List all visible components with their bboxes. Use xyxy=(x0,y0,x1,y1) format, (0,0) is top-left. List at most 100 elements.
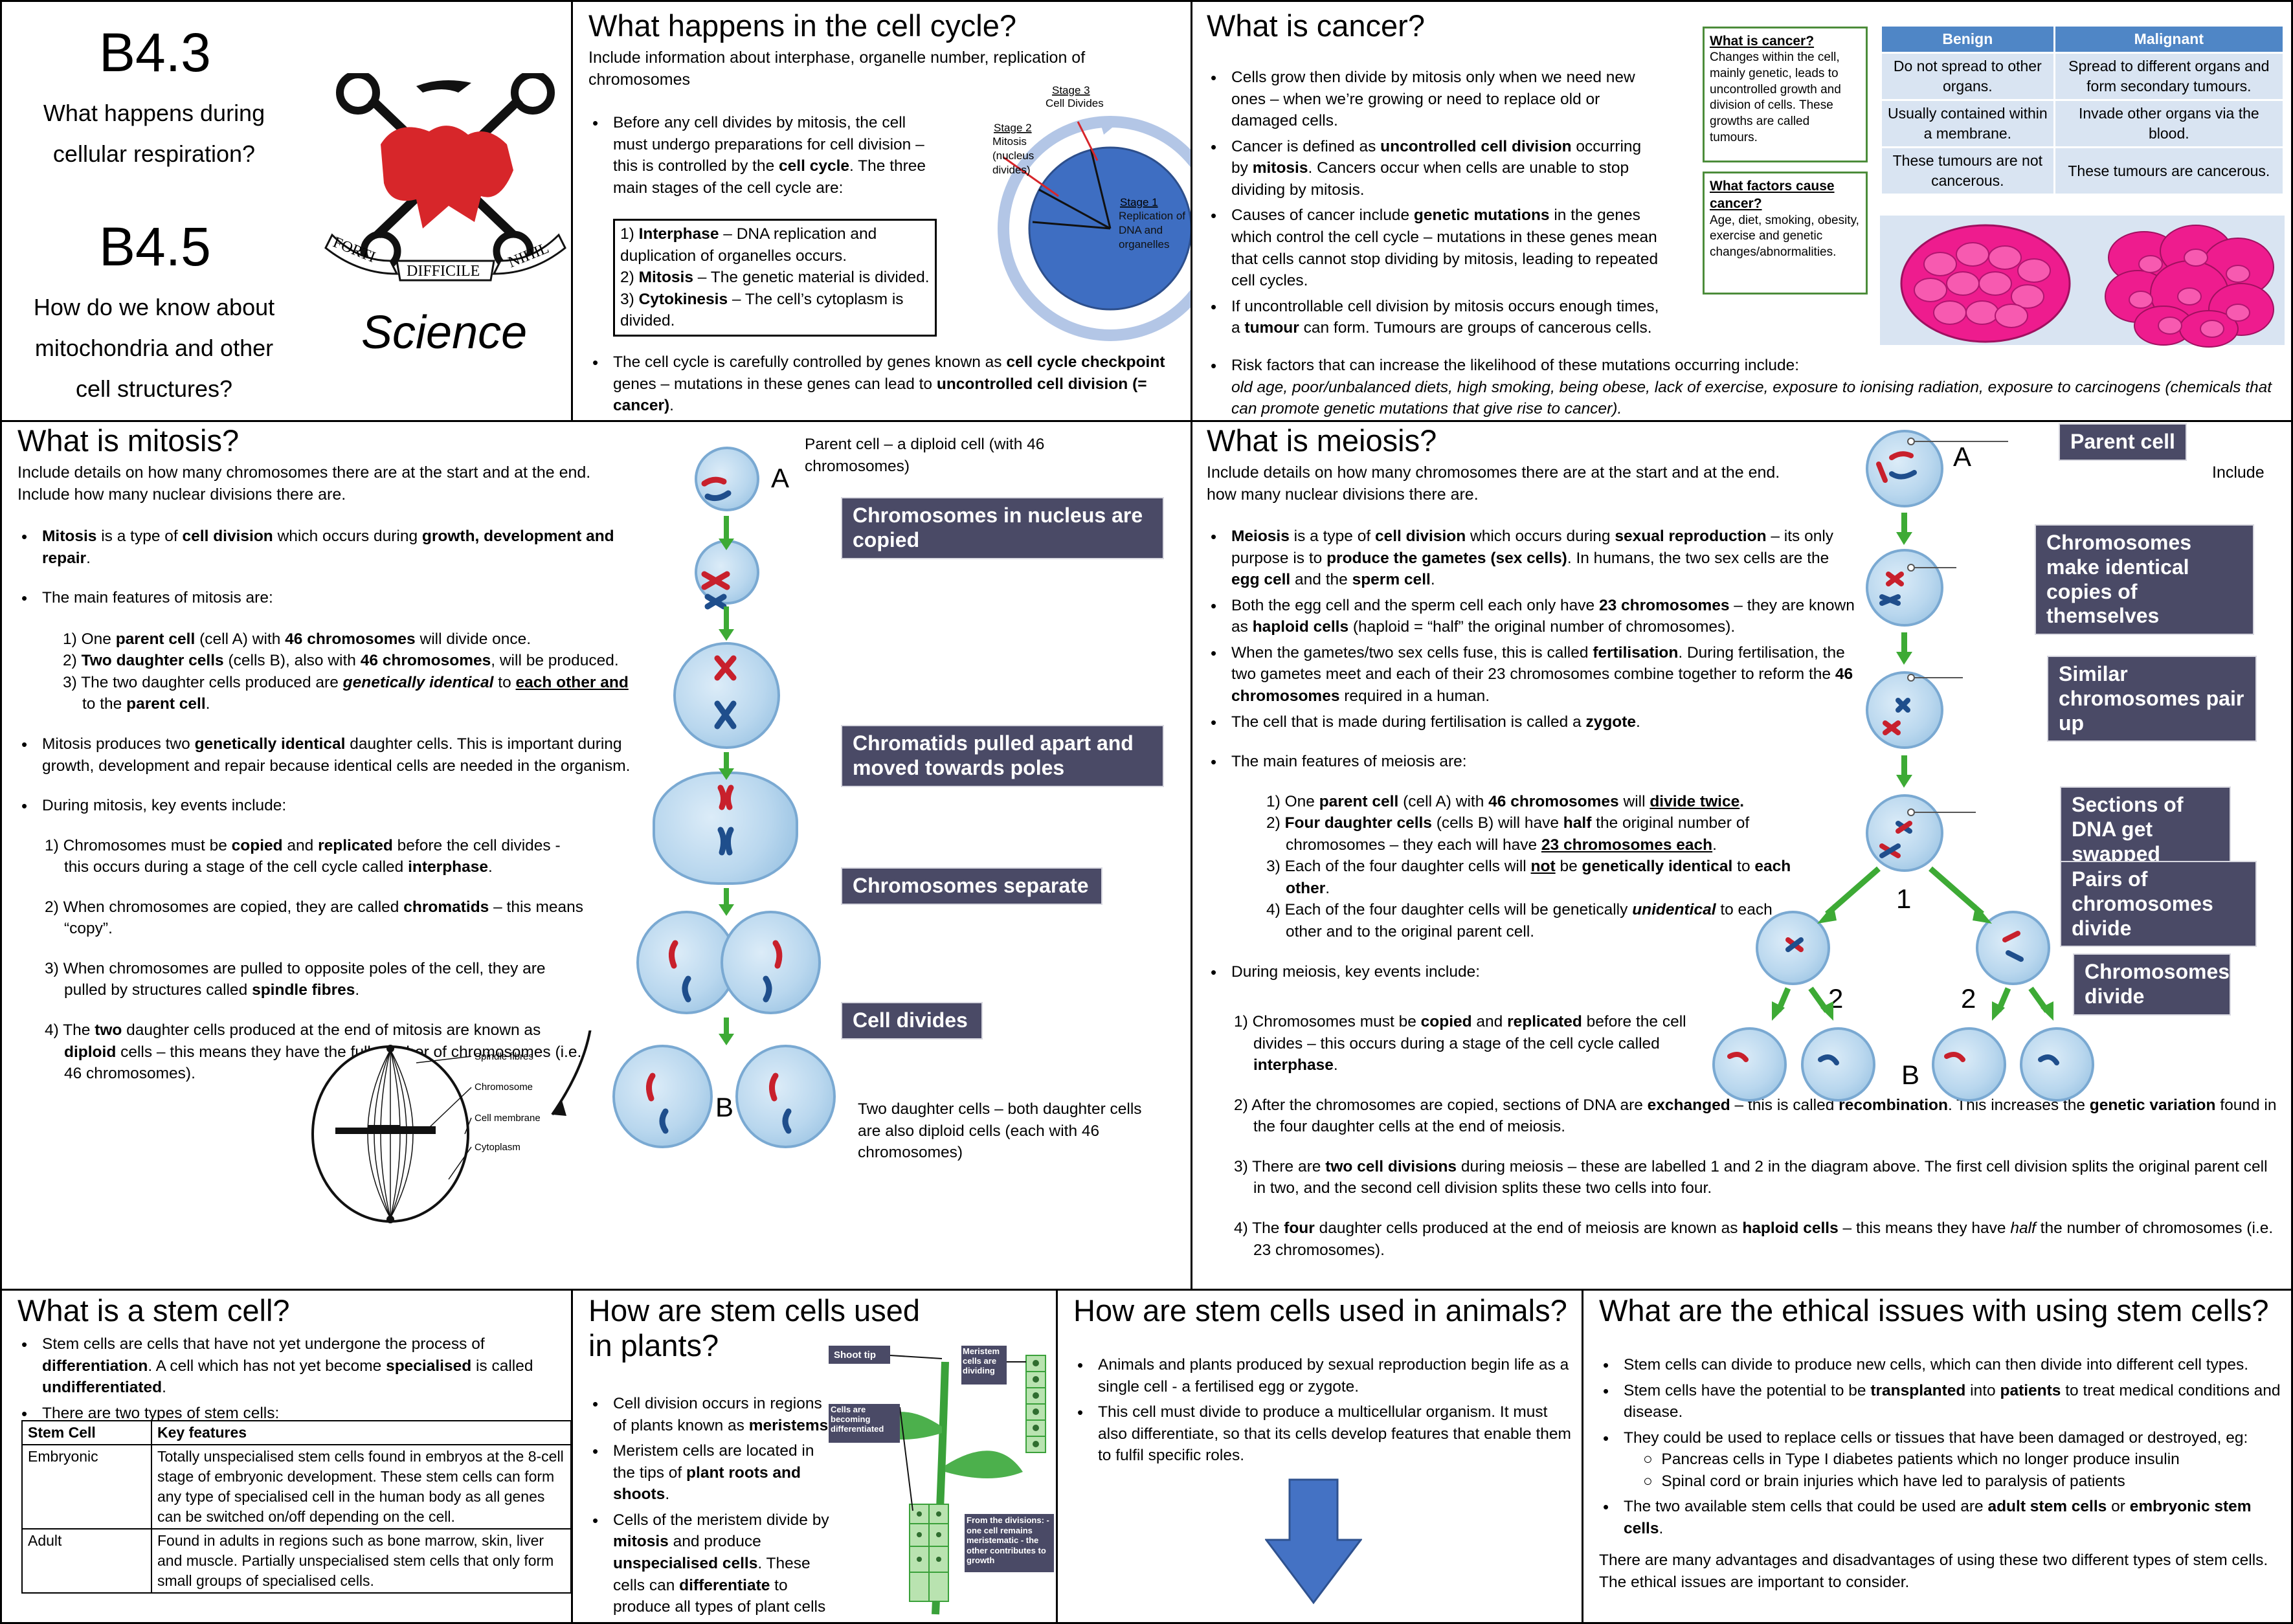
plants-bullet-3: Cells of the meristem divide by mitosis … xyxy=(588,1509,834,1622)
cancer-bullet-2: Cancer is defined as uncontrolled cell d… xyxy=(1207,136,1660,201)
mitosis-feature-2: 2) Two daughter cells (cells B), also wi… xyxy=(63,652,619,670)
cell-cycle-subtitle: Include information about interphase, or… xyxy=(588,49,1086,89)
stem-cell-heading: What is a stem cell? xyxy=(17,1293,290,1328)
question-respiration: What happens during cellular respiration… xyxy=(43,100,265,167)
cancer-factors-text: Age, diet, smoking, obesity, exercise an… xyxy=(1710,213,1859,259)
stem-cell-bullet-2: There are two types of stem cells: xyxy=(17,1403,555,1425)
science-label: Science xyxy=(361,307,528,359)
meiosis-feature-1: 1) One parent cell (cell A) with 46 chro… xyxy=(1266,792,1745,810)
tag-chromosomes-separate: Chromosomes separate xyxy=(842,869,1101,904)
mitosis-panel: What is mitosis? Include details on how … xyxy=(0,420,1192,1291)
meiosis-cell-b3 xyxy=(1932,1027,2006,1102)
cell-cycle-stages-box: 1) Interphase – DNA replication and dupl… xyxy=(613,219,937,337)
meiosis-feature-4: 4) Each of the four daughter cells will … xyxy=(1266,901,1773,940)
benign-malignant-table: Benign Malignant Do not spread to other … xyxy=(1880,25,2285,195)
what-is-cancer-box: What is cancer? Changes within the cell,… xyxy=(1703,27,1868,162)
meiosis-bullet-5: The main features of meiosis are: xyxy=(1207,751,1861,773)
meiosis-bullet-6: During meiosis, key events include: xyxy=(1207,961,1861,984)
mitosis-bullet-1: Mitosis is a type of cell division which… xyxy=(17,526,639,569)
meiosis-cell-copies xyxy=(1866,549,1943,627)
table-cell: Embryonic xyxy=(21,1444,152,1530)
stage1-label: Stage 1 xyxy=(1120,196,1158,208)
meiosis-event-4: 4) The four daughter cells produced at t… xyxy=(1234,1219,2274,1259)
meiosis-feature-3: 3) Each of the four daughter cells will … xyxy=(1266,858,1791,897)
tag-chromatids-pulled: Chromatids pulled apart and moved toward… xyxy=(842,726,1163,786)
ethics-bullet-3: They could be used to replace cells or t… xyxy=(1599,1427,2285,1493)
down-arrow-icon xyxy=(1265,1478,1362,1605)
cancer-bullets: Cells grow then divide by mitosis only w… xyxy=(1207,67,1660,343)
table-cell: Spread to different organs and form seco… xyxy=(2055,54,2283,100)
meiosis-bullet-1: Meiosis is a type of cell division which… xyxy=(1207,526,1861,591)
animals-heading: How are stem cells used in animals? xyxy=(1073,1293,1567,1328)
table-cell: These tumours are not cancerous. xyxy=(1882,148,2053,194)
code-b45: B4.5 xyxy=(99,216,211,277)
mitosis-cell-a xyxy=(695,447,759,511)
ethics-heading: What are the ethical issues with using s… xyxy=(1599,1293,2269,1328)
meiosis-label-2-right: 2 xyxy=(1961,983,1976,1014)
cancer-bullet-3: Causes of cancer include genetic mutatio… xyxy=(1207,205,1660,291)
stage-cytokinesis: 3) Cytokinesis – The cell’s cytoplasm is… xyxy=(620,290,904,330)
tag-chromosomes-divide: Chromosomes divide xyxy=(2074,955,2230,1014)
meiosis-text: Meiosis is a type of cell division which… xyxy=(1207,526,1861,986)
stem-cell-bullets: Stem cells are cells that have not yet u… xyxy=(17,1333,555,1428)
cell-cycle-bullet-2: The cell cycle is carefully controlled b… xyxy=(588,351,1184,417)
ethics-sub-1: ○ Pancreas cells in Type I diabetes pati… xyxy=(1643,1451,2180,1469)
mitosis-bullet-4: During mitosis, key events include: xyxy=(17,795,639,818)
ethics-sub-2: ○ Spinal cord or brain injuries which ha… xyxy=(1643,1472,2125,1490)
animals-panel: How are stem cells used in animals? Anim… xyxy=(1056,1289,1583,1624)
stem-cell-panel: What is a stem cell? Stem cells are cell… xyxy=(0,1289,573,1624)
question-mitochondria: How do we know about mitochondria and ot… xyxy=(33,294,275,402)
spindle-label: Spindle fibres xyxy=(475,1051,533,1062)
stage3-desc: Cell Divides xyxy=(1046,97,1104,109)
ethics-bullet-4: The two available stem cells that could … xyxy=(1599,1496,2285,1539)
meiosis-cell-swap xyxy=(1866,794,1943,872)
tag-parent-cell: Parent cell xyxy=(2060,425,2186,460)
cancer-heading: What is cancer? xyxy=(1207,8,1425,43)
tag-chromosomes-copied: Chromosomes in nucleus are copied xyxy=(842,498,1163,558)
meiosis-bullet-3: When the gametes/two sex cells fuse, thi… xyxy=(1207,642,1861,707)
cell-membrane-label: Cell membrane xyxy=(475,1113,541,1124)
cell-cycle-diagram: Stage 3 Cell Divides Stage 2 Mitosis (nu… xyxy=(992,84,1191,341)
cell-cycle-heading: What happens in the cell cycle? xyxy=(588,8,1016,43)
mitosis-label-b: B xyxy=(715,1092,734,1122)
what-is-cancer-title: What is cancer? xyxy=(1710,34,1815,49)
meiosis-cell-pair xyxy=(1866,671,1943,749)
ethics-bullet-1: Stem cells can divide to produce new cel… xyxy=(1599,1354,2285,1377)
meiosis-cell-div1-right xyxy=(1976,911,2050,985)
spindle-fibres-diagram: Spindle fibres Chromosome Cell membrane … xyxy=(311,1030,592,1223)
mitosis-feature-3: 3) The two daughter cells produced are g… xyxy=(63,673,629,713)
mitosis-label-a: A xyxy=(771,463,790,493)
cancer-risk: Risk factors that can increase the likel… xyxy=(1207,355,2288,420)
ethics-sublist: ○ Pancreas cells in Type I diabetes pati… xyxy=(1643,1449,2285,1492)
mitosis-event-4: 4) The two daughter cells produced at th… xyxy=(45,1021,582,1083)
key-features-col-header: Key features xyxy=(151,1419,571,1446)
meiosis-label-1: 1 xyxy=(1896,884,1912,914)
cancer-risk-bullet: Risk factors that can increase the likel… xyxy=(1207,355,2288,420)
tag-pairs-divide: Pairs of chromosomes divide xyxy=(2061,862,2255,946)
ethics-bullet-2: Stem cells have the potential to be tran… xyxy=(1599,1380,2285,1423)
cancer-factors-box: What factors cause cancer? Age, diet, sm… xyxy=(1703,172,1868,295)
table-cell: Totally unspecialised stem cells found i… xyxy=(151,1444,571,1530)
meiosis-panel: What is meiosis? Include details on how … xyxy=(1191,420,2293,1291)
cell-cycle-bullets-2: The cell cycle is carefully controlled b… xyxy=(588,351,1184,420)
cell-cycle-bullets: Before any cell divides by mitosis, the … xyxy=(588,112,941,203)
meiosis-bullet-4: The cell that is made during fertilisati… xyxy=(1207,711,1861,734)
mitosis-event-2: 2) When chromosomes are copied, they are… xyxy=(45,898,584,938)
tag-chromosomes-copy: Chromosomes make identical copies of the… xyxy=(2036,526,2253,634)
malignant-tumour-image xyxy=(2105,225,2274,348)
stage-mitosis: 2) Mitosis – The genetic material is div… xyxy=(620,269,930,287)
mitosis-cell-prophase xyxy=(673,642,780,749)
benign-header: Benign xyxy=(1882,27,2053,52)
divisions-label: From the divisions: - one cell remains m… xyxy=(967,1515,1049,1566)
mitosis-cell-b-right xyxy=(735,1045,836,1148)
school-crest-logo: FORTI DIFFICILE NIHIL xyxy=(324,73,566,282)
differentiated-label: Cells are becoming differentiated xyxy=(831,1405,884,1434)
plants-bullet-2: Meristem cells are located in the tips o… xyxy=(588,1440,834,1506)
plants-bullets: Cell division occurs in regions of plant… xyxy=(588,1393,834,1622)
stem-cell-table: Stem Cell Key features Embryonic Totally… xyxy=(21,1419,571,1594)
malignant-header: Malignant xyxy=(2055,27,2283,52)
motto-difficile: DIFFICILE xyxy=(407,263,480,280)
meiosis-feature-2: 2) Four daughter cells (cells B) will ha… xyxy=(1266,814,1750,854)
stem-cell-bullet-1: Stem cells are cells that have not yet u… xyxy=(17,1333,555,1399)
meiosis-features: 1) One parent cell (cell A) with 46 chro… xyxy=(1266,791,1797,943)
